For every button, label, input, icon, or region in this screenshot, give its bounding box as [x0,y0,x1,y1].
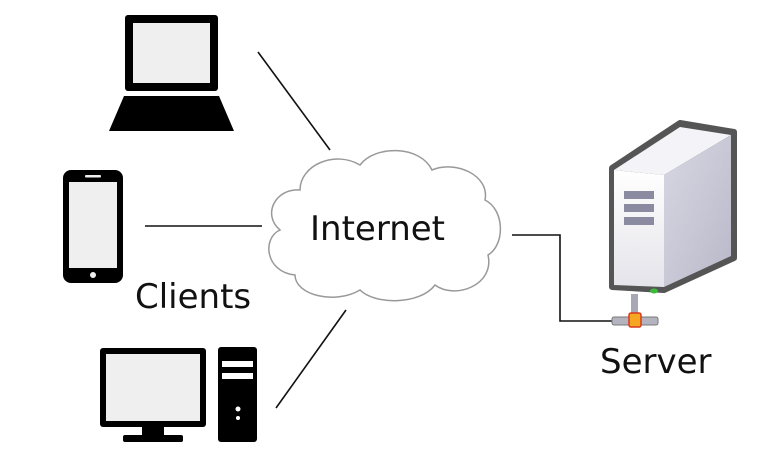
cloud-icon [268,149,502,302]
clients-label: Clients [135,277,251,317]
server-icon [609,120,737,294]
laptop-icon [109,15,234,131]
desktop-computer-icon [100,347,257,442]
network-connector-icon [611,294,659,328]
server-label: Server [600,342,712,382]
smartphone-icon [63,170,123,283]
internet-label: Internet [310,209,445,249]
desktop-link-line [275,309,347,409]
server-link-line [512,234,612,322]
laptop-link-line [257,51,331,151]
